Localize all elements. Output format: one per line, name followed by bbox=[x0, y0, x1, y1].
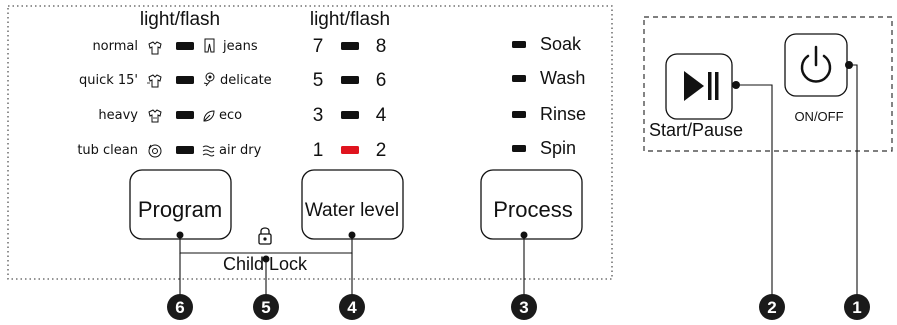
callout-4: 4 bbox=[347, 298, 357, 317]
air-dry-icon bbox=[202, 145, 215, 157]
program-heading: light/flash bbox=[140, 9, 220, 30]
callout-3: 3 bbox=[519, 298, 528, 317]
water-heading: light/flash bbox=[310, 9, 390, 30]
callout-circle-1 bbox=[844, 294, 870, 320]
water-level-5: 5 bbox=[313, 70, 324, 91]
process-spin-label: Spin bbox=[540, 138, 576, 158]
power-label: ON/OFF bbox=[794, 109, 843, 124]
heavy-shirt-icon bbox=[148, 109, 162, 123]
program-indicator-normal-jeans bbox=[176, 42, 194, 50]
lock-icon bbox=[258, 227, 272, 245]
leaf-icon bbox=[203, 110, 215, 122]
callout-circle-6 bbox=[167, 294, 193, 320]
program-jeans-label: jeans bbox=[222, 39, 258, 54]
program-quick-label: quick 15' bbox=[79, 73, 138, 88]
water-level-1: 1 bbox=[313, 140, 324, 161]
play-pause-icon bbox=[684, 71, 719, 101]
program-button-label: Program bbox=[138, 197, 222, 222]
process-rinse-label: Rinse bbox=[540, 104, 586, 124]
callout-circle-4 bbox=[339, 294, 365, 320]
callout-circle-5 bbox=[253, 294, 279, 320]
callout-1: 1 bbox=[852, 298, 861, 317]
program-air-dry-label: air dry bbox=[219, 143, 262, 158]
callout-5: 5 bbox=[261, 298, 270, 317]
water-level-4: 4 bbox=[376, 105, 387, 126]
callout-line-1 bbox=[849, 64, 858, 297]
program-delicate-label: delicate bbox=[220, 73, 272, 88]
process-indicator-wash bbox=[512, 75, 526, 82]
water-level-8: 8 bbox=[376, 36, 387, 57]
program-indicator-tubclean-airdry bbox=[176, 146, 194, 154]
process-soak-label: Soak bbox=[540, 34, 582, 54]
water-indicator-3-4 bbox=[341, 111, 359, 119]
program-indicator-heavy-eco bbox=[176, 111, 194, 119]
start-pause-label: Start/Pause bbox=[649, 120, 743, 140]
callout-line-2 bbox=[736, 84, 773, 297]
water-level-6: 6 bbox=[376, 70, 387, 91]
water-indicator-7-8 bbox=[341, 42, 359, 50]
power-icon bbox=[800, 45, 832, 83]
right-panel-border bbox=[643, 16, 893, 152]
jeans-icon bbox=[204, 38, 215, 53]
process-indicator-spin bbox=[512, 145, 526, 152]
program-tub-clean-label: tub clean bbox=[77, 143, 138, 158]
quick-shirt-icon bbox=[147, 74, 162, 88]
tshirt-icon bbox=[148, 41, 162, 55]
process-button[interactable] bbox=[480, 169, 583, 240]
program-indicator-quick-delicate bbox=[176, 76, 194, 84]
flower-icon bbox=[203, 72, 215, 87]
callout-2: 2 bbox=[767, 298, 776, 317]
water-level-3: 3 bbox=[313, 105, 324, 126]
program-eco-label: eco bbox=[219, 108, 242, 123]
callout-circle-2 bbox=[759, 294, 785, 320]
callout-6: 6 bbox=[175, 298, 184, 317]
water-level-7: 7 bbox=[313, 36, 324, 57]
water-indicator-1-2-active bbox=[341, 146, 359, 154]
process-wash-label: Wash bbox=[540, 68, 585, 88]
water-level-2: 2 bbox=[376, 140, 387, 161]
process-button-label: Process bbox=[493, 197, 572, 222]
program-normal-label: normal bbox=[92, 39, 138, 54]
water-indicator-5-6 bbox=[341, 76, 359, 84]
process-indicator-rinse bbox=[512, 111, 526, 118]
tub-clean-icon bbox=[148, 144, 162, 158]
child-lock-bracket bbox=[179, 235, 353, 254]
callout-circle-3 bbox=[511, 294, 537, 320]
water-level-button-label: Water level bbox=[305, 200, 399, 221]
program-heavy-label: heavy bbox=[98, 108, 138, 123]
main-panel-border bbox=[7, 5, 613, 280]
process-indicator-soak bbox=[512, 41, 526, 48]
